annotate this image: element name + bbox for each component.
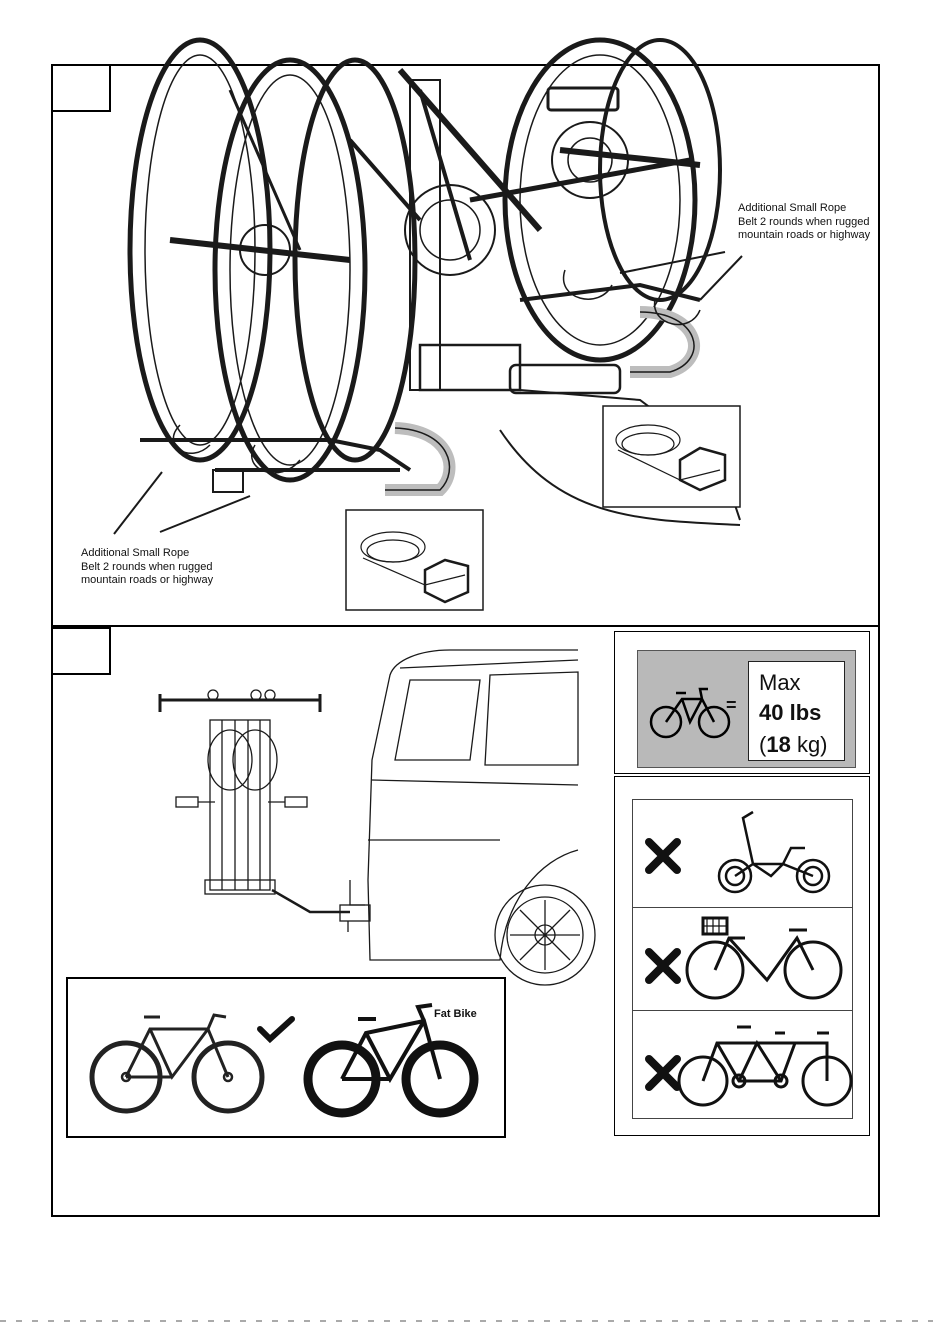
x-mark-icon [643, 946, 683, 986]
max-lbs-value: 40 lbs [759, 700, 821, 726]
max-capacity-panel: = Max 40 lbs (18 kg) [614, 631, 870, 774]
max-kg-value: (18 kg) [759, 732, 828, 758]
max-capacity-gray-box: = Max 40 lbs (18 kg) [637, 650, 856, 768]
road-bike-icon [88, 999, 268, 1119]
bicycle-icon [646, 677, 736, 747]
tandem-bike-icon [677, 1021, 857, 1121]
max-label: Max [759, 670, 801, 696]
unsupported-bikes-panel [614, 776, 870, 1136]
x-mark-icon [643, 836, 683, 876]
folding-bike-icon [713, 804, 833, 904]
max-capacity-value-box: Max 40 lbs (18 kg) [748, 661, 845, 761]
equals-sign: = [726, 695, 737, 716]
check-mark-icon [256, 1015, 296, 1043]
unsupported-folding-bike [632, 799, 853, 908]
scan-edge-strip [0, 1318, 933, 1324]
fat-bike-label: Fat Bike [434, 1008, 477, 1020]
city-bike-with-basket-icon [685, 912, 845, 1012]
unsupported-tandem-bike [632, 1010, 853, 1119]
unsupported-city-bike [632, 907, 853, 1011]
supported-bikes-panel: Fat Bike [66, 977, 506, 1138]
